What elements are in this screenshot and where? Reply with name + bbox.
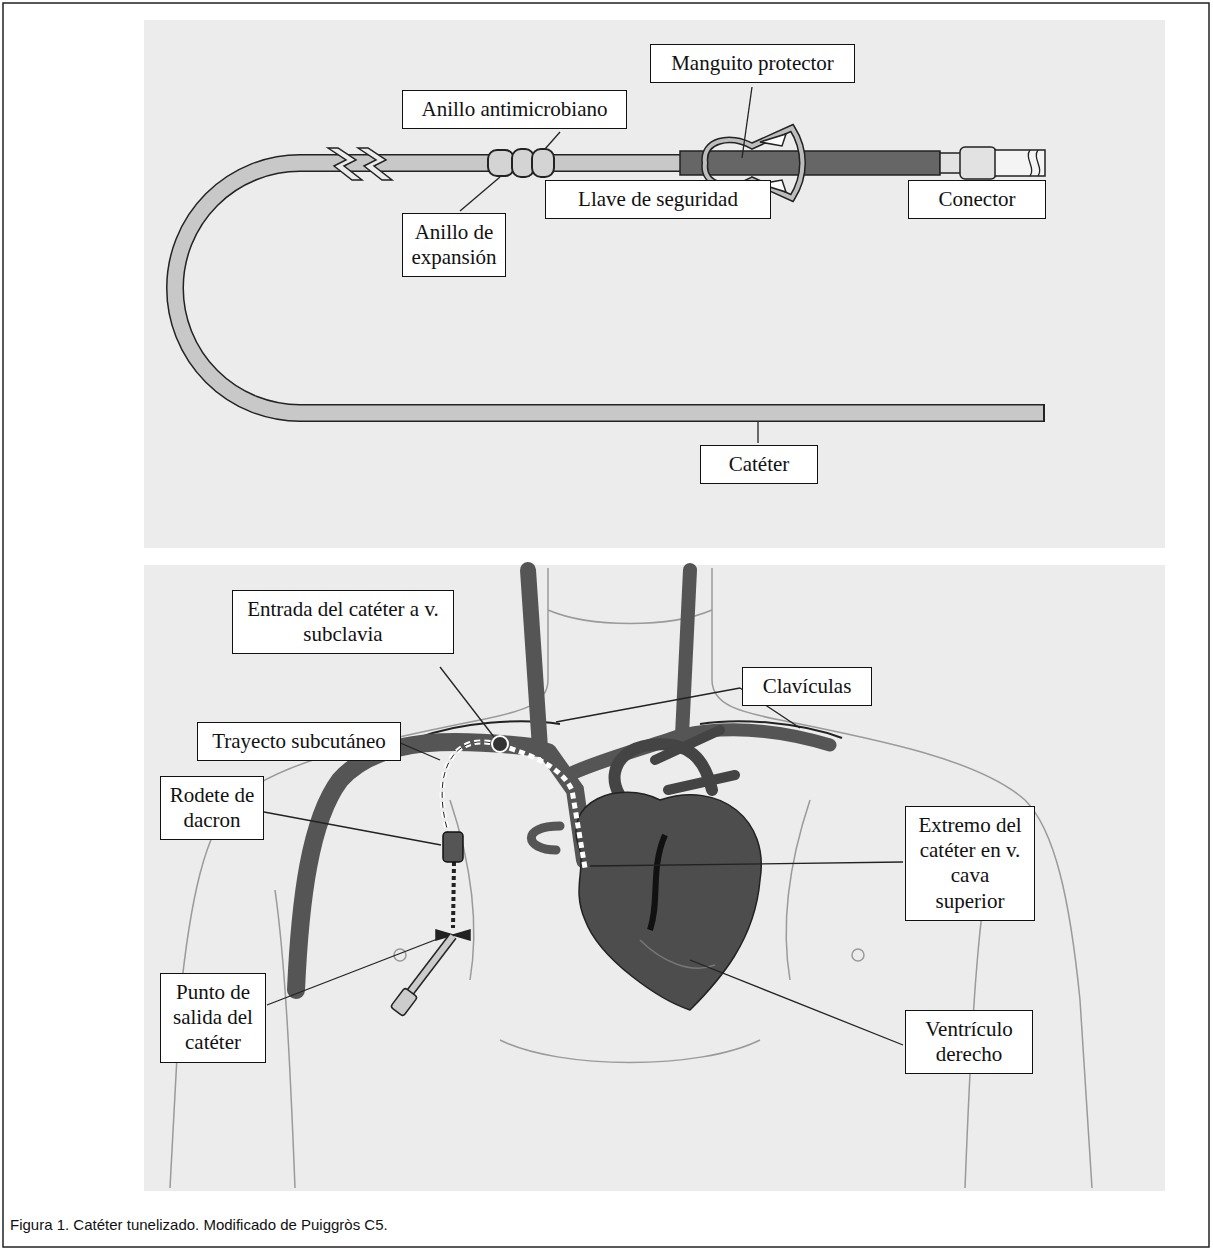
label-box: Extremo del catéter en v. cava superior (905, 806, 1035, 921)
drawing-stroke (453, 862, 454, 928)
label-text: Manguito protector (659, 51, 846, 76)
label-box: Anillo antimicrobiano (402, 90, 627, 129)
drawing-stroke (442, 742, 500, 832)
label-text: Extremo del catéter en v. cava superior (914, 813, 1026, 914)
drawing-stroke (440, 667, 494, 737)
drawing-stroke (512, 149, 534, 177)
frame (3, 3, 1209, 1247)
drawing-stroke (786, 800, 810, 980)
label-text: Llave de seguridad (554, 187, 762, 212)
label-box: Ventrículo derecho (905, 1010, 1033, 1074)
drawing-stroke (492, 736, 508, 752)
drawing-stroke (3, 3, 1209, 1247)
label-box: Manguito protector (650, 44, 855, 83)
drawing-stroke (408, 936, 453, 995)
label-box: Conector (908, 180, 1046, 219)
drawing-stroke (398, 742, 440, 760)
drawing-stroke (712, 568, 1092, 1188)
label-box: Trayecto subcutáneo (197, 722, 401, 761)
drawing-stroke (500, 1040, 760, 1063)
label-text: Ventrículo derecho (914, 1017, 1024, 1067)
drawing-stroke (852, 949, 864, 961)
drawing-stroke (960, 147, 996, 179)
drawing-stroke (528, 570, 540, 748)
drawing-stroke (590, 862, 903, 866)
implanted-catheter (390, 736, 585, 1016)
drawing-stroke (940, 153, 962, 173)
label-box: Entrada del catéter a v. subclavia (232, 590, 454, 654)
drawing-stroke (742, 87, 752, 158)
drawing-stroke (690, 960, 903, 1045)
drawing-stroke (460, 177, 500, 211)
label-box: Anillo de expansión (402, 213, 506, 277)
drawing-stroke (267, 938, 440, 1005)
drawing-stroke (995, 150, 1045, 176)
drawing-stroke (488, 150, 514, 176)
label-text: Clavículas (751, 674, 863, 699)
label-text: Punto de salida del catéter (169, 980, 257, 1056)
label-box: Catéter (700, 445, 818, 484)
label-text: Catéter (709, 452, 809, 477)
drawing-stroke (144, 565, 1165, 1191)
label-text: Entrada del catéter a v. subclavia (241, 597, 445, 647)
drawing-stroke (175, 163, 1045, 413)
drawing-stroke (500, 745, 585, 868)
label-text: Rodete de dacron (169, 783, 255, 833)
label-text: Trayecto subcutáneo (206, 729, 392, 754)
drawing-stroke (170, 568, 548, 1188)
drawing-stroke (655, 730, 735, 790)
label-box: Clavículas (742, 667, 872, 706)
drawing-stroke (650, 835, 665, 930)
catheter-drawing (175, 128, 1045, 422)
drawing-stroke (556, 688, 740, 722)
label-text: Anillo de expansión (411, 220, 497, 270)
drawing-stroke (531, 826, 560, 850)
drawing-stroke (358, 148, 392, 180)
drawing-stroke (640, 940, 715, 968)
drawing-stroke (682, 570, 690, 735)
label-box: Llave de seguridad (545, 180, 771, 219)
drawing-stroke (264, 812, 441, 845)
label-text: Conector (917, 187, 1037, 212)
drawing-stroke (1028, 150, 1039, 176)
drawing-stroke (450, 800, 474, 980)
drawing-stroke (680, 151, 940, 175)
drawing-stroke (760, 134, 786, 146)
leader-lines (460, 87, 975, 443)
drawing-stroke (443, 832, 463, 862)
label-text: Anillo antimicrobiano (411, 97, 618, 122)
body-outline (170, 568, 1092, 1188)
drawing-stroke (328, 148, 362, 180)
drawing-stroke (144, 20, 1165, 548)
drawing-stroke (442, 742, 500, 832)
drawing-stroke (408, 936, 453, 995)
figure-caption: Figura 1. Catéter tunelizado. Modificado… (10, 1216, 388, 1233)
drawing-stroke (296, 742, 540, 990)
drawing-stroke (757, 422, 758, 443)
drawing-stroke (390, 988, 417, 1017)
label-box: Rodete de dacron (160, 776, 264, 840)
drawing-stroke (1043, 404, 1045, 422)
drawing-stroke (545, 132, 560, 149)
label-box: Punto de salida del catéter (160, 973, 266, 1063)
drawing-stroke (532, 149, 554, 177)
